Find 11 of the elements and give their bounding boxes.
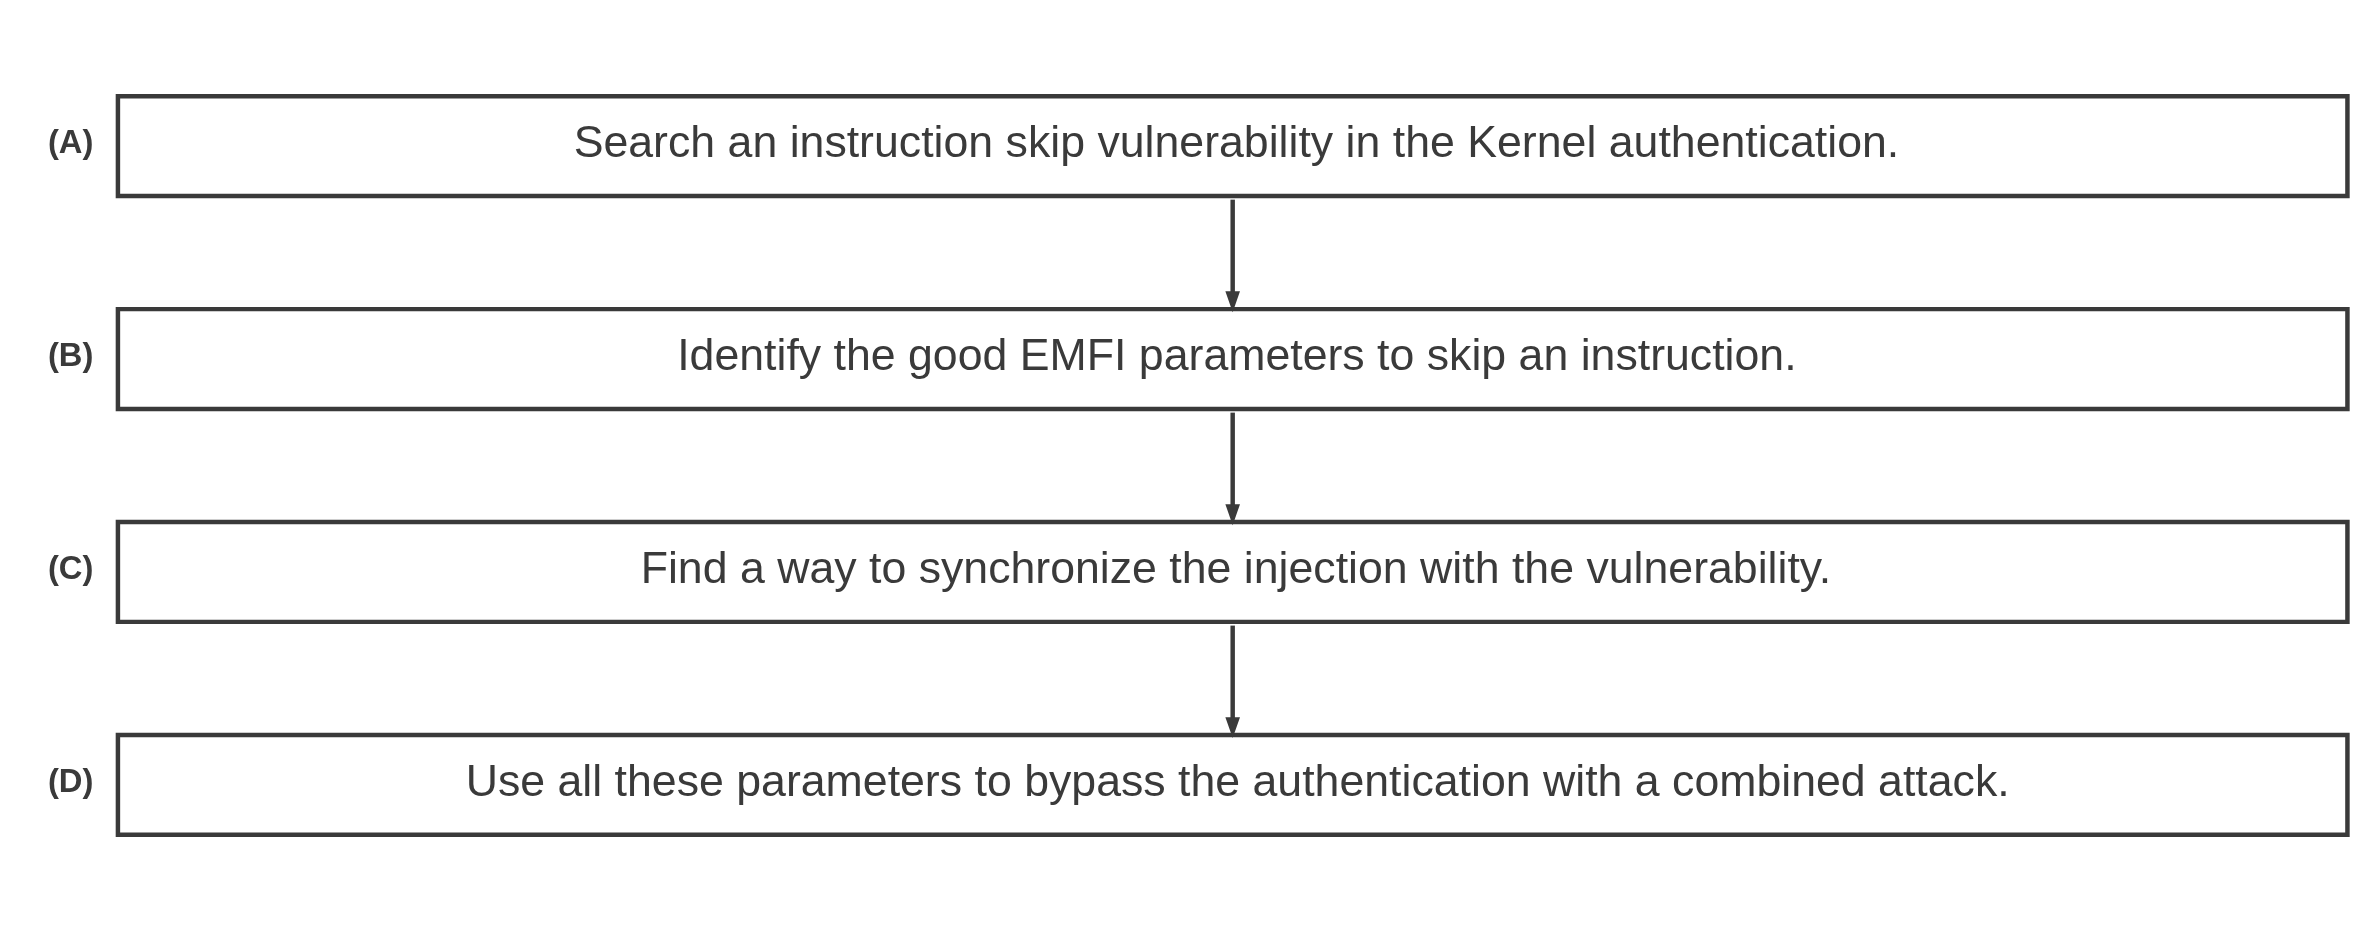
node-label: (D) <box>47 761 94 799</box>
arrow <box>1225 412 1240 525</box>
node-box: Identify the good EMFI parameters to skip an instruction. <box>115 306 2350 411</box>
node-label: (B) <box>47 335 94 373</box>
node-box: Use all these parameters to bypass the authentication with a combined attack. <box>115 732 2350 837</box>
arrow <box>1225 625 1240 738</box>
arrow <box>1225 199 1240 312</box>
node-label: (A) <box>47 122 94 160</box>
node-box: Find a way to synchronize the injection with the vulnerability. <box>115 519 2350 624</box>
node-box: Search an instruction skip vulnerability in the Kernel authentication. <box>115 93 2350 198</box>
node-label: (C) <box>47 548 94 586</box>
